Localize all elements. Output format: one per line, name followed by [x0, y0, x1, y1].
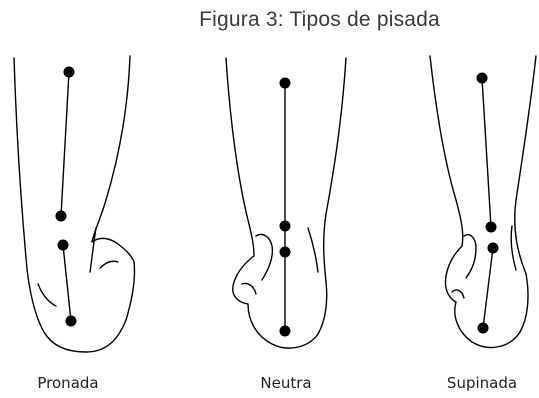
neutra-ankle-fold-right: [308, 228, 318, 272]
supinada-axis-lower: [483, 248, 493, 328]
pronada-heel-crease: [38, 284, 56, 306]
supinada-heel-crease: [452, 290, 464, 298]
neutra-ankle-fold-left: [256, 234, 272, 280]
supinada-leg-outline-left: [430, 56, 463, 246]
pronada-heel-fold: [92, 238, 134, 262]
neutra-leg-outline-right: [324, 58, 346, 282]
label-pronada: Pronada: [8, 374, 128, 392]
pronada-ankle-crease: [90, 228, 96, 272]
pronada-foot: [14, 56, 135, 352]
pronada-leg-outline-right: [92, 56, 130, 242]
supinada-ankle-fold-left: [464, 235, 476, 278]
supinada-leg-outline-right: [515, 56, 536, 274]
neutra-heel-outline: [233, 256, 327, 348]
neutra-marker-ankle-lower: [280, 247, 291, 258]
pronada-marker-ankle-upper: [56, 211, 67, 222]
neutra-marker-calf: [280, 78, 291, 89]
pronada-marker-heel: [66, 316, 77, 327]
neutra-marker-ankle-upper: [280, 221, 291, 232]
pronada-sole-crease: [100, 261, 118, 268]
neutra-marker-heel: [280, 326, 291, 337]
supinada-marker-heel: [478, 323, 489, 334]
neutra-foot: [226, 58, 346, 348]
pronada-axis-upper: [61, 72, 69, 216]
neutra-heel-crease: [242, 283, 256, 294]
pronada-axis-lower: [63, 245, 71, 321]
supinada-axis-upper: [482, 78, 491, 227]
label-supinada: Supinada: [422, 374, 539, 392]
supinada-marker-calf: [477, 73, 488, 84]
pronada-leg-outline-left: [14, 58, 135, 352]
label-neutra: Neutra: [226, 374, 346, 392]
supinada-foot: [430, 56, 536, 347]
pronada-marker-ankle-lower: [58, 240, 69, 251]
supinada-marker-ankle-lower: [488, 243, 499, 254]
pronada-marker-calf: [64, 67, 75, 78]
supinada-marker-ankle-upper: [486, 222, 497, 233]
neutra-leg-outline-left: [226, 58, 254, 256]
